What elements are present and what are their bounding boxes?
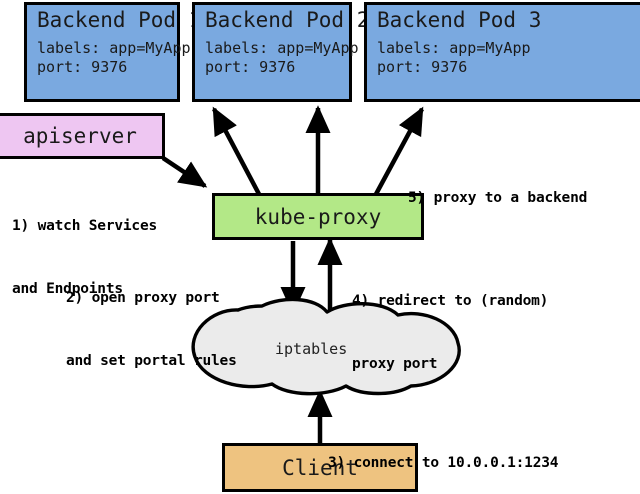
annotation-step-1: 1) watch Services and Endpoints xyxy=(12,174,157,342)
annotation-step-4-line-1: 4) redirect to (random) xyxy=(352,293,549,310)
client-box[interactable]: Client xyxy=(222,443,418,492)
backend-pod-3-labels: labels: app=MyApp xyxy=(377,39,531,58)
annotation-step-4: 4) redirect to (random) proxy port xyxy=(352,249,548,417)
backend-pod-1-port: port: 9376 xyxy=(37,57,128,76)
apiserver-label: apiserver xyxy=(23,124,137,148)
annotation-step-3-line-1: 3) connect to 10.0.0.1:1234 xyxy=(328,455,559,472)
annotation-step-2: 2) open proxy port and set portal rules xyxy=(66,246,237,414)
annotation-step-4-line-2: proxy port xyxy=(352,356,438,373)
arrow-kubeproxy-to-pod3 xyxy=(373,106,424,198)
arrow-kubeproxy-to-pod1 xyxy=(212,106,262,198)
backend-pod-3-box[interactable]: Backend Pod 3 labels: app=MyApp port: 93… xyxy=(364,2,640,102)
backend-pod-3-port: port: 9376 xyxy=(377,57,468,76)
backend-pod-1-box[interactable]: Backend Pod 1 labels: app=MyApp port: 93… xyxy=(24,2,202,102)
backend-pod-2-title: Backend Pod 2 xyxy=(205,8,370,32)
backend-pod-2-box[interactable]: Backend Pod 2 labels: app=MyApp port: 93… xyxy=(192,2,370,102)
kube-proxy-label: kube-proxy xyxy=(254,205,382,229)
iptables-cloud-shape xyxy=(191,297,461,396)
annotation-step-1-line-2: and Endpoints xyxy=(12,281,123,298)
iptables-label: iptables xyxy=(275,340,348,358)
backend-pod-1-title: Backend Pod 1 xyxy=(37,8,202,32)
kube-proxy-box[interactable]: kube-proxy xyxy=(212,193,424,240)
annotation-step-2-line-2: and set portal rules xyxy=(66,353,237,370)
apiserver-box[interactable]: apiserver xyxy=(0,113,165,159)
backend-pod-2-labels: labels: app=MyApp xyxy=(205,39,359,58)
annotation-step-3: 3) connect to 10.0.0.1:1234 xyxy=(328,411,559,494)
backend-pod-3-title: Backend Pod 3 xyxy=(377,8,542,32)
client-label: Client xyxy=(282,456,358,480)
annotation-step-1-line-1: 1) watch Services xyxy=(12,218,158,235)
annotation-step-2-line-1: 2) open proxy port xyxy=(66,290,220,307)
backend-pod-1-labels: labels: app=MyApp xyxy=(37,39,191,58)
annotation-step-5-line-1: 5) proxy to a backend xyxy=(408,190,588,207)
annotation-step-5: 5) proxy to a backend xyxy=(408,146,587,251)
backend-pod-2-port: port: 9376 xyxy=(205,57,296,76)
arrow-apiserver-to-kubeproxy xyxy=(161,156,208,188)
